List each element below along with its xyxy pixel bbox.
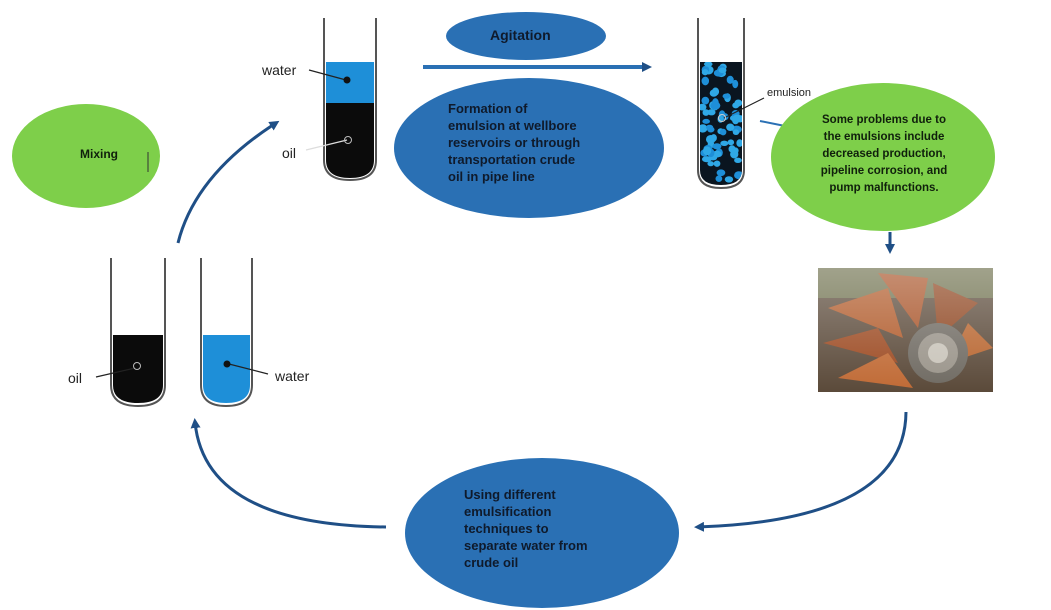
separation-ellipse xyxy=(405,458,679,608)
emulsion-droplet xyxy=(705,124,714,130)
oil-bottom-leader xyxy=(95,367,136,378)
emulsion-droplet xyxy=(722,93,731,99)
corroded-pump-image xyxy=(818,268,993,392)
separation-to-tubes-arrow xyxy=(190,418,387,529)
emulsion-droplet xyxy=(734,157,742,163)
tube-water-oil xyxy=(323,18,377,182)
water-top-dot xyxy=(343,76,351,84)
problems-text: Some problems due to the emulsions inclu… xyxy=(820,114,948,194)
tube-emulsion xyxy=(697,18,745,190)
emulsion-droplet xyxy=(701,69,709,76)
mixing-label: Mixing xyxy=(80,147,118,161)
separation-text: Using different emulsification technique… xyxy=(464,487,588,570)
problems-ellipse xyxy=(771,83,995,231)
tube-outline xyxy=(323,18,377,182)
emulsion-droplet xyxy=(726,123,735,131)
emulsion-droplet xyxy=(727,139,735,146)
mixing-ellipse xyxy=(12,104,160,208)
agitation-label: Agitation xyxy=(490,27,551,43)
emulsion-droplet xyxy=(700,124,708,133)
emulsion-droplet xyxy=(709,89,718,97)
emulsion-droplet xyxy=(707,161,715,167)
emulsion-droplet xyxy=(715,175,723,183)
emulsion-droplet xyxy=(726,75,734,84)
tube-oil-fill xyxy=(326,103,374,178)
emulsion-droplet xyxy=(720,140,729,146)
emulsion-droplet xyxy=(724,176,734,183)
water-top-leader xyxy=(308,69,347,81)
emulsion-droplet xyxy=(718,67,727,74)
agitation-ellipse xyxy=(446,12,606,60)
emulsion-droplet xyxy=(730,149,739,159)
emulsion-droplets xyxy=(700,62,742,183)
emulsion-droplet xyxy=(701,156,712,163)
emulsion-droplet xyxy=(732,129,740,136)
emulsion-droplet xyxy=(710,101,721,110)
oil-bottom-label: oil xyxy=(68,370,83,386)
water-top-label: water xyxy=(262,62,297,78)
emulsion-droplet xyxy=(713,160,721,167)
emulsion-droplet xyxy=(712,143,722,150)
oil-top-leader xyxy=(305,139,348,151)
emulsion-droplet xyxy=(712,150,722,158)
emulsion-label: emulsion xyxy=(767,87,812,99)
emulsion-droplet xyxy=(716,169,726,177)
emulsion-droplet xyxy=(702,109,710,116)
emulsion-droplet xyxy=(719,128,727,136)
emulsion-droplet xyxy=(701,76,710,86)
oil-top-dot xyxy=(344,136,352,144)
emulsion-droplet xyxy=(702,146,712,156)
emulsion-droplet xyxy=(702,118,710,124)
emulsion-droplet xyxy=(701,96,710,105)
emulsion-leader xyxy=(723,97,765,119)
tube-water-fill xyxy=(326,62,374,103)
emulsion-droplet xyxy=(710,134,717,142)
tube-oil-separated xyxy=(110,258,166,408)
water-bottom-dot xyxy=(223,360,231,368)
tube-water-separated xyxy=(200,258,253,408)
oil-bottom-dot xyxy=(133,362,141,370)
water-bottom-label: water xyxy=(275,368,310,384)
emulsion-droplet xyxy=(732,114,742,122)
emulsion-dot xyxy=(718,114,726,122)
emulsion-droplet xyxy=(707,109,716,116)
oil-top-label: oil xyxy=(282,145,297,161)
photo-to-separation-arrow xyxy=(694,411,908,532)
emulsion-droplet xyxy=(704,62,713,67)
tubes-to-mixing-arrow xyxy=(176,120,280,244)
formation-ellipse xyxy=(394,78,664,218)
emulsion-droplet xyxy=(732,102,740,109)
water-bottom-leader xyxy=(228,363,269,375)
emulsion-droplet xyxy=(736,139,742,147)
emulsion-droplet xyxy=(732,79,739,89)
formation-text: Formation of emulsion at wellbore reserv… xyxy=(448,101,581,184)
emulsion-droplet xyxy=(700,103,707,111)
